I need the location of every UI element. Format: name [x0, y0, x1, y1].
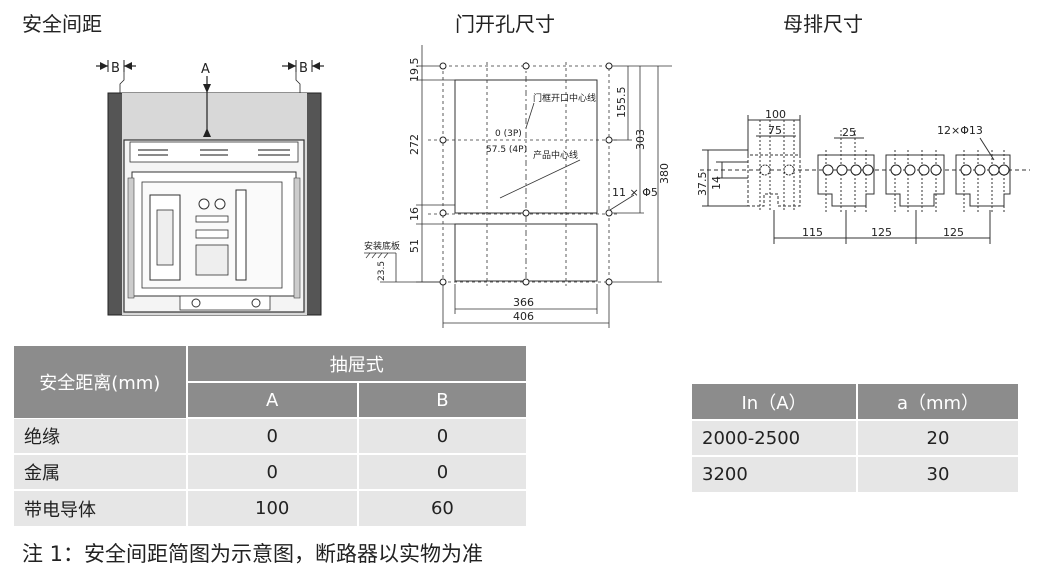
cell-a: 0	[186, 418, 359, 455]
dim-25: 25	[842, 126, 856, 139]
col-header-drawout: 抽屉式	[186, 346, 526, 383]
title-safety-spacing: 安全间距	[22, 12, 102, 36]
note-offset-4p: 57.5 (4P)	[486, 145, 527, 155]
row-label: 绝缘	[14, 418, 188, 455]
cell-a: 100	[186, 490, 359, 526]
col-header-distance: 安全距离(mm)	[14, 346, 188, 419]
footnote: 注 1：安全间距简图为示意图，断路器以实物为准	[22, 542, 484, 566]
note-product-center: 产品中心线	[533, 149, 578, 161]
dim-380: 380	[658, 163, 671, 184]
breaker-top-terminals	[129, 141, 299, 163]
col-header-b: B	[357, 382, 526, 419]
note-offset-3p: 0 (3P)	[495, 129, 522, 139]
cell-b: 60	[430, 498, 454, 519]
title-busbar-size: 母排尺寸	[783, 12, 863, 36]
cell-in: 2000-2500	[692, 420, 858, 457]
table-row: 3200 30	[692, 456, 1018, 492]
current-spacing-table: In（A） a（mm） 2000-2500 20 3200 30	[692, 384, 1018, 492]
dim-155-5: 155.5	[615, 87, 628, 119]
cell-a-mm: 30	[926, 464, 950, 485]
hole-spec: 11 × Φ5	[612, 186, 658, 199]
handle-icon	[235, 189, 247, 281]
dim-303: 303	[634, 129, 647, 150]
dim-115: 115	[802, 226, 823, 239]
dim-16: 16	[408, 207, 421, 221]
col-header-in: In（A）	[692, 384, 858, 421]
dim-holes: 12×Φ13	[937, 124, 983, 137]
table-row: 2000-2500 20	[692, 420, 1018, 457]
indicator-window	[195, 244, 229, 276]
cell-a: 0	[186, 454, 359, 491]
button-icon	[198, 198, 210, 210]
dim-14: 14	[710, 176, 723, 190]
label-b-right: B	[299, 61, 308, 76]
dim-51: 51	[408, 239, 421, 253]
dim-125-a: 125	[871, 226, 892, 239]
note-frame-center: 门框开口中心线	[533, 92, 596, 104]
dim-100: 100	[765, 108, 786, 121]
cell-b: 0	[357, 454, 526, 491]
table-row: 带电导体 100 60	[14, 490, 526, 526]
dim-406: 406	[513, 310, 534, 323]
dim-75: 75	[768, 124, 782, 137]
cell-in: 3200	[692, 456, 858, 492]
button-icon	[214, 198, 226, 210]
cell-a-mm: 20	[857, 420, 1018, 457]
label-b-left: B	[111, 61, 120, 76]
label-a: A	[201, 62, 210, 77]
title-door-opening: 门开孔尺寸	[455, 12, 555, 36]
busbar-group-3	[885, 154, 945, 207]
row-label: 带电导体	[14, 490, 188, 526]
dim-125-b: 125	[943, 226, 964, 239]
table-row: 绝缘 0 0	[14, 418, 526, 455]
col-header-a: A	[186, 382, 359, 419]
note-mount-plate: 安装底板	[364, 240, 400, 252]
table-row: 金属 0 0	[14, 454, 526, 491]
safety-distance-table: 安全距离(mm) 抽屉式 A B 绝缘 0 0 金属 0 0 带电导体 100 …	[14, 346, 526, 526]
cell-b: 0	[357, 418, 526, 455]
dim-272: 272	[408, 134, 421, 155]
col-header-a-mm: a（mm）	[857, 384, 1018, 421]
dim-23-5: 23.5	[377, 261, 387, 281]
dim-37-5: 37.5	[696, 172, 709, 197]
busbar-group-1	[747, 154, 801, 207]
dim-366: 366	[513, 296, 534, 309]
row-label: 金属	[14, 454, 188, 491]
dim-19-5: 19.5	[408, 58, 421, 83]
